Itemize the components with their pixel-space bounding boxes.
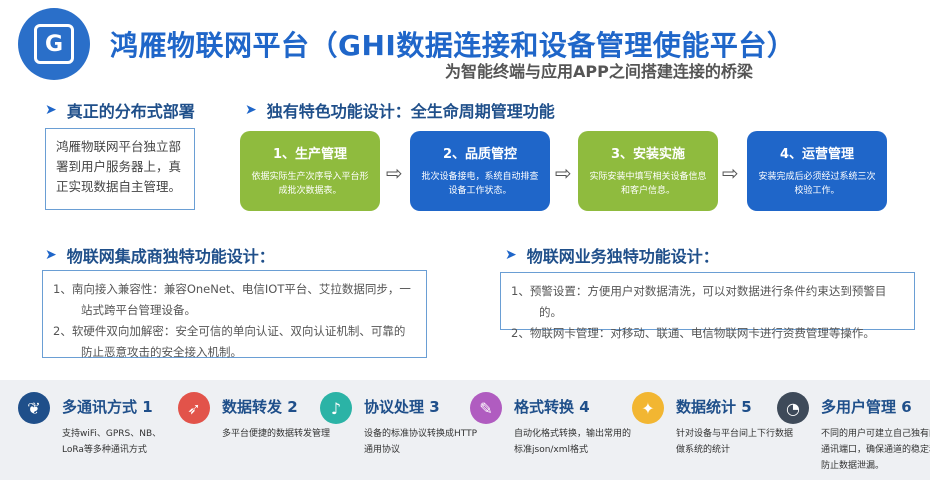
bell-icon: ♪ — [320, 392, 352, 424]
section-heading-distributed: ➤ 真正的分布式部署 — [45, 98, 195, 122]
feature-description: 不同的用户可建立自己独有的通讯端口，确保通道的稳定和防止数据泄漏。 — [821, 429, 930, 471]
paperclip-icon: ✎ — [470, 392, 502, 424]
section-heading-business: ➤ 物联网业务独特功能设计： — [505, 243, 719, 267]
section-heading-text: 物联网业务独特功能设计： — [526, 247, 719, 266]
logo-letter: G — [44, 31, 64, 57]
stage-title: 1、生产管理 — [272, 147, 348, 162]
list-item: 1、预警设置：方便用户对数据清洗，可以对数据进行条件约束达到预警目的。 — [511, 284, 887, 319]
flow-arrow-icon: ⇨ — [386, 161, 403, 185]
section-heading-text: 物联网集成商独特功能设计： — [66, 247, 275, 266]
chip-icon: G — [34, 24, 74, 64]
section-heading-integrator: ➤ 物联网集成商独特功能设计： — [45, 243, 275, 267]
feature-description: 设备的标准协议转换成HTTP通用协议 — [364, 429, 478, 455]
page-subtitle: 为智能终端与应用APP之间搭建连接的桥梁 — [445, 62, 753, 81]
section-heading-text: 真正的分布式部署 — [66, 102, 195, 121]
stage-card-production: 1、生产管理 依据实际生产次序导入平台形成批次数据表。 — [240, 131, 380, 211]
graduation-cap-icon: ✦ — [632, 392, 664, 424]
feature-description: 支持wiFi、GPRS、NB、LoRa等多种通讯方式 — [62, 429, 162, 455]
stage-card-operations: 4、运营管理 安装完成后必须经过系统三次校验工作。 — [747, 131, 887, 211]
feature-description: 针对设备与平台间上下行数据做系统的统计 — [676, 429, 794, 455]
flow-arrow-icon: ⇨ — [722, 161, 739, 185]
send-icon: ➶ — [178, 392, 210, 424]
section-heading-lifecycle: ➤ 独有特色功能设计：全生命周期管理功能 — [245, 98, 555, 122]
stage-description: 实际安装中填写相关设备信息和客户信息。 — [589, 172, 707, 196]
stage-description: 依据实际生产次序导入平台形成批次数据表。 — [251, 172, 369, 196]
feature-title: 多用户管理 6 — [821, 398, 912, 416]
stage-title: 4、运营管理 — [779, 147, 855, 162]
section-heading-text: 独有特色功能设计：全生命周期管理功能 — [266, 102, 555, 121]
list-item: 2、物联网卡管理：对移动、联通、电信物联网卡进行资费管理等操作。 — [511, 326, 875, 340]
stage-title: 3、安装实施 — [610, 147, 686, 162]
list-item: 1、南向接入兼容性：兼容OneNet、电信IOT平台、艾拉数据同步，一站式跨平台… — [53, 282, 411, 317]
stage-description: 安装完成后必须经过系统三次校验工作。 — [758, 172, 876, 196]
distributed-description: 鸿雁物联网平台独立部署到用户服务器上，真正实现数据自主管理。 — [45, 128, 195, 210]
flow-arrow-icon: ⇨ — [555, 161, 572, 185]
platform-logo: G — [18, 8, 90, 80]
list-item: 2、软硬件双向加解密：安全可信的单向认证、双向认证机制、可靠的防止恶意攻击的安全… — [53, 324, 406, 359]
feature-bar — [0, 380, 930, 480]
feature-title: 数据转发 2 — [222, 398, 298, 416]
leaf-icon: ❦ — [18, 392, 50, 424]
feature-title: 协议处理 3 — [364, 398, 440, 416]
feature-title: 格式转换 4 — [514, 398, 590, 416]
feature-description: 多平台便捷的数据转发管理 — [222, 429, 331, 439]
chevron-right-icon: ➤ — [45, 102, 57, 118]
business-list: 1、预警设置：方便用户对数据清洗，可以对数据进行条件约束达到预警目的。 2、物联… — [500, 272, 915, 340]
stage-card-quality: 2、品质管控 批次设备接电，系统自动排查设备工作状态。 — [410, 131, 550, 211]
chevron-right-icon: ➤ — [45, 247, 57, 263]
feature-title: 数据统计 5 — [676, 398, 752, 416]
chevron-right-icon: ➤ — [245, 102, 257, 118]
feature-title: 多通讯方式 1 — [62, 398, 153, 416]
feature-description: 自动化格式转换，输出常用的标准json/xml格式 — [514, 429, 632, 455]
chevron-right-icon: ➤ — [505, 247, 517, 263]
gauge-icon: ◔ — [777, 392, 809, 424]
integrator-list: 1、南向接入兼容性：兼容OneNet、电信IOT平台、艾拉数据同步，一站式跨平台… — [42, 270, 427, 359]
stage-card-installation: 3、安装实施 实际安装中填写相关设备信息和客户信息。 — [578, 131, 718, 211]
page-title: 鸿雁物联网平台（GHI数据连接和设备管理使能平台） — [110, 29, 796, 62]
stage-title: 2、品质管控 — [442, 147, 518, 162]
stage-description: 批次设备接电，系统自动排查设备工作状态。 — [421, 172, 539, 196]
